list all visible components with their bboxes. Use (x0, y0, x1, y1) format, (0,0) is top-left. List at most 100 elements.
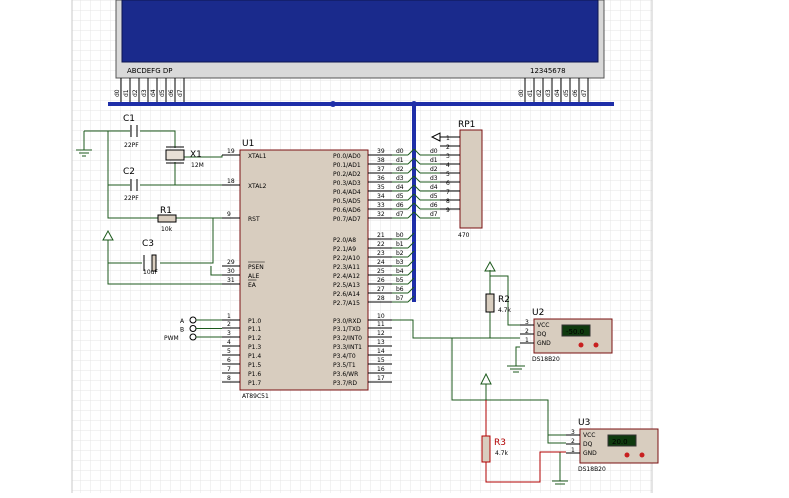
resistor-r2[interactable]: R2 4.7k (485, 293, 512, 314)
lcd-screen (121, 0, 599, 63)
sensor-part: DS18B20 (578, 466, 606, 473)
mcu-u1[interactable]: U1 AT89C51 19XTAL118XTAL29RST29PSEN30ALE… (222, 139, 415, 400)
lcd-pin-label: d2 (536, 89, 543, 97)
rp1-net-label: d0 (430, 148, 438, 155)
mcu-pin-name: P2.7/A15 (333, 300, 360, 307)
mcu-pin-number: 5 (227, 348, 231, 355)
c3-value: 10uF (143, 269, 158, 276)
mcu-pin-number: 11 (377, 321, 385, 328)
mcu-pin-name: P0.7/AD7 (333, 216, 361, 223)
c2-ref: C2 (123, 167, 135, 177)
button-up-icon[interactable] (639, 452, 645, 458)
sensor-pin-name: VCC (583, 432, 595, 439)
rp1-pin-number: 9 (446, 207, 450, 214)
mcu-pin-name: P1.1 (248, 326, 261, 333)
c3-ref: C3 (142, 239, 154, 249)
capacitor-c2[interactable]: C2 22PF (123, 167, 139, 202)
rp1-pin-number: 8 (446, 198, 450, 205)
mcu-left-pins: 19XTAL118XTAL29RST29PSEN30ALE31EA1P1.02P… (222, 148, 267, 387)
mcu-pin-number: 12 (377, 330, 385, 337)
input-terminal-icon[interactable] (189, 333, 197, 341)
lcd-left-label: ABCDEFG DP (127, 67, 172, 75)
input-label: A (180, 318, 185, 325)
mcu-pin-number: 18 (227, 178, 235, 185)
power-arrow-icon (480, 372, 492, 400)
net-label: d2 (396, 166, 404, 173)
mcu-body (239, 149, 369, 391)
mcu-pin-name: P0.6/AD6 (333, 207, 361, 214)
r2-value: 4.7k (498, 307, 512, 314)
mcu-pin-name: P3.3/INT1 (333, 344, 362, 351)
mcu-pin-name: P1.7 (248, 380, 261, 387)
lcd-pin-label: d3 (545, 89, 552, 97)
sensor-pin-number: 2 (571, 438, 575, 445)
mcu-pin-number: 21 (377, 232, 385, 239)
lcd-pin-label: d0 (114, 89, 121, 97)
bus-entry (413, 175, 421, 183)
mcu-ref: U1 (242, 139, 254, 149)
bus-entry (407, 232, 415, 240)
sensor-reading: -50.0 (566, 328, 584, 336)
mcu-pin-number: 28 (377, 295, 385, 302)
mcu-pin-name: P3.6/WR (333, 371, 358, 378)
net-label: d4 (396, 184, 404, 191)
bus-entry (407, 268, 415, 276)
mcu-pin-number: 35 (377, 184, 385, 191)
button-up-icon[interactable] (593, 342, 599, 348)
rp1-pin-number: 3 (446, 153, 450, 160)
button-down-icon[interactable] (624, 452, 630, 458)
lcd-pin-label: d4 (554, 89, 561, 97)
mcu-pin-name: P0.4/AD4 (333, 189, 361, 196)
net-label: b4 (396, 268, 404, 275)
bus-entry (413, 193, 421, 201)
input-terminal-icon[interactable] (189, 316, 197, 324)
button-down-icon[interactable] (578, 342, 584, 348)
bus-entry (407, 241, 415, 249)
mcu-pin-name: P0.0/AD0 (333, 153, 361, 160)
bus-entry (407, 250, 415, 258)
rp1-value: 470 (458, 232, 470, 239)
sensor-part: DS18B20 (532, 356, 560, 363)
resistor-r3[interactable]: R3 4.7k (481, 400, 566, 483)
lcd-pin-label: d1 (527, 89, 534, 97)
c1-ref: C1 (123, 114, 135, 124)
resistor-r1[interactable]: R1 10k (157, 206, 177, 233)
mcu-pin-number: 6 (227, 357, 231, 364)
clock-reset-wiring (76, 130, 223, 285)
mcu-pin-name: XTAL2 (248, 183, 267, 190)
net-label: d5 (396, 193, 404, 200)
lcd-pin-label: d4 (150, 89, 157, 97)
net-label: b2 (396, 250, 404, 257)
mcu-pin-name: EA (248, 282, 257, 289)
lcd-right-label: 12345678 (530, 67, 566, 75)
mcu-pin-name: P3.2/INT0 (333, 335, 362, 342)
sensor-display (561, 324, 591, 337)
crystal-x1[interactable]: X1 12M (165, 146, 204, 169)
capacitor-c1[interactable]: C1 22PF (123, 114, 139, 149)
bus-entry (407, 202, 415, 210)
mcu-pin-number: 3 (227, 330, 231, 337)
rp1-pin-number: 7 (446, 189, 450, 196)
mcu-pin-number: 8 (227, 375, 231, 382)
rp1-net-label: d3 (430, 175, 438, 182)
sensor-pin-number: 3 (571, 429, 575, 436)
sensor-wiring (392, 270, 568, 485)
net-label: b3 (396, 259, 404, 266)
mcu-pin-name: P3.1/TXD (333, 326, 361, 333)
input-terminal-icon[interactable] (189, 325, 197, 332)
mcu-pin-number: 23 (377, 250, 385, 257)
mcu-pin-number: 38 (377, 157, 385, 164)
bus-entry (413, 166, 421, 174)
power-arrow-icon (102, 229, 114, 246)
net-label: b6 (396, 286, 404, 293)
capacitor-c3[interactable]: C3 10uF (142, 239, 158, 276)
x1-ref: X1 (190, 150, 202, 160)
mcu-pin-name: P2.4/A12 (333, 273, 360, 280)
mcu-pin-number: 10 (377, 313, 385, 320)
